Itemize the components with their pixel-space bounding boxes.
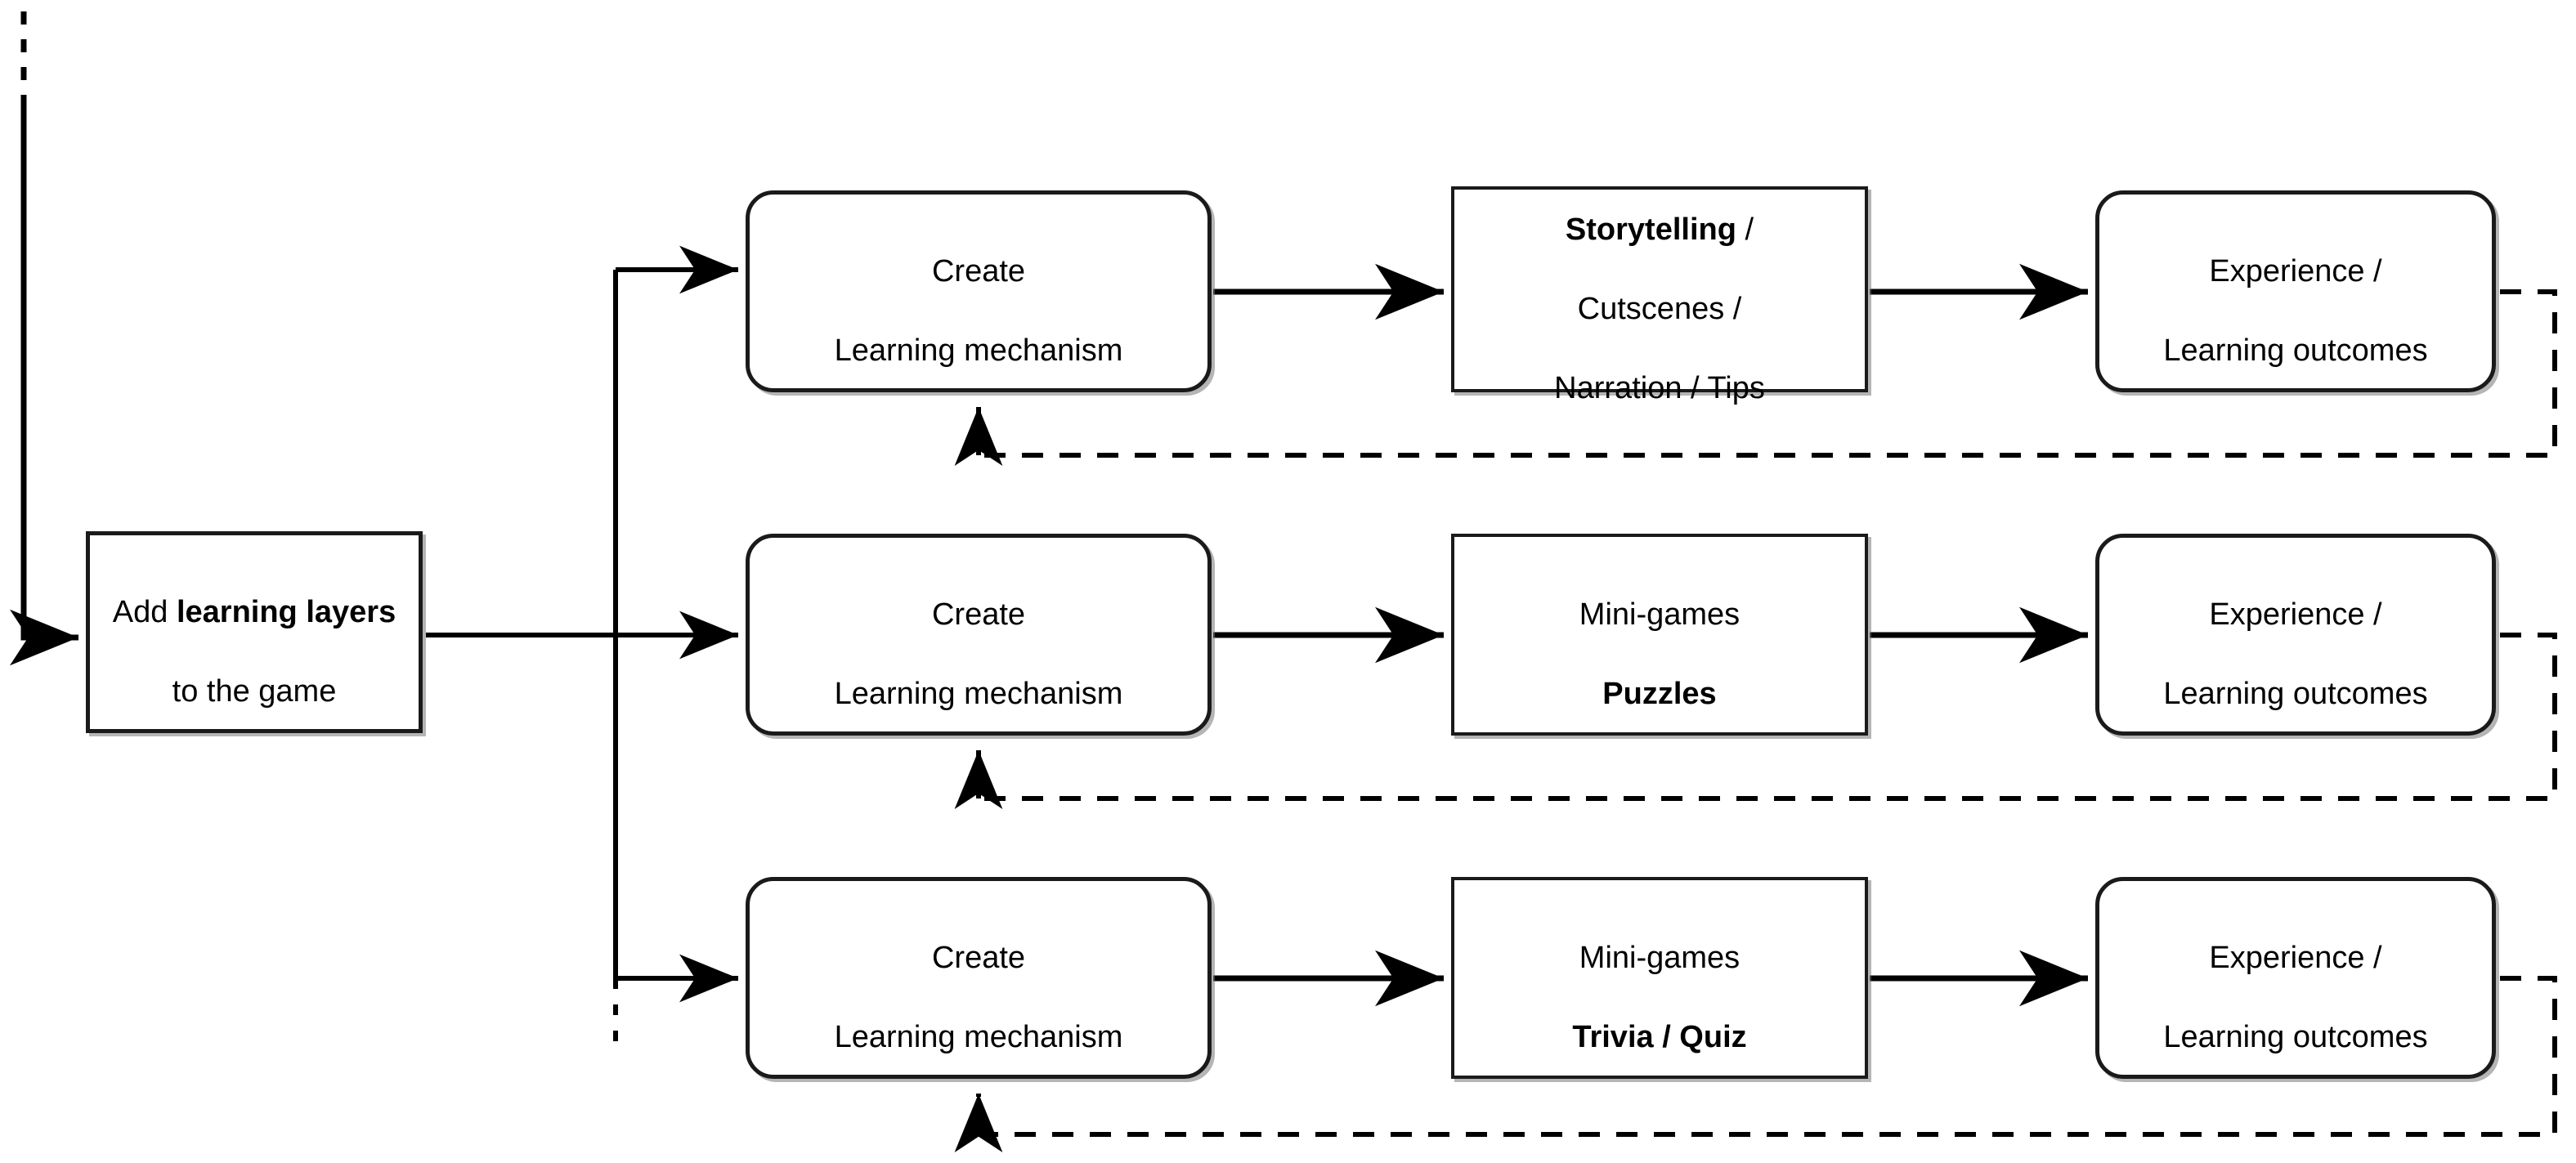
start-line2: to the game [172,674,337,709]
content1-line1-bold: Storytelling [1565,212,1736,247]
node-mini-games-puzzles-label: Mini-games Puzzles [1566,555,1753,714]
outcome2-line1: Experience / [2209,597,2382,632]
node-experience-learning-outcomes-1[interactable]: Experience / Learning outcomes [2095,190,2496,392]
mech3-line2: Learning mechanism [834,1020,1123,1055]
node-mini-games-trivia-quiz-label: Mini-games Trivia / Quiz [1559,898,1759,1058]
node-create-learning-mechanism-2[interactable]: Create Learning mechanism [746,534,1212,736]
outcome1-line2: Learning outcomes [2163,333,2428,369]
edge-start-to-branch-trunk [426,270,618,1049]
node-create-learning-mechanism-3[interactable]: Create Learning mechanism [746,877,1212,1079]
outcome3-line2: Learning outcomes [2163,1020,2428,1055]
content1-line3: Narration / Tips [1554,371,1765,406]
content3-line1: Mini-games [1579,940,1740,975]
node-create-learning-mechanism-1[interactable]: Create Learning mechanism [746,190,1212,392]
node-add-learning-layers[interactable]: Add learning layers to the game [86,531,423,733]
node-experience-learning-outcomes-1-label: Experience / Learning outcomes [2150,212,2440,371]
edge-feedback-outcome-2-to-mechanism-2 [954,633,2557,809]
node-create-learning-mechanism-2-label: Create Learning mechanism [822,555,1136,714]
start-line1-prefix: Add [112,594,177,629]
outcome1-line1: Experience / [2209,253,2382,289]
content1-line1-suffix: / [1736,212,1754,247]
node-experience-learning-outcomes-3[interactable]: Experience / Learning outcomes [2095,877,2496,1079]
node-create-learning-mechanism-3-label: Create Learning mechanism [822,898,1136,1058]
node-create-learning-mechanism-1-label: Create Learning mechanism [822,212,1136,371]
edge-feedback-outcome-1-to-mechanism-1 [954,289,2557,466]
mech2-line2: Learning mechanism [834,677,1123,712]
node-mini-games-puzzles[interactable]: Mini-games Puzzles [1451,534,1868,736]
mech2-line1: Create [931,597,1026,632]
edge-entry-into-start [10,11,78,666]
node-storytelling-cutscenes-narration-tips[interactable]: Storytelling / Cutscenes / Narration / T… [1451,186,1868,405]
node-experience-learning-outcomes-2-label: Experience / Learning outcomes [2150,555,2440,714]
mech3-line1: Create [931,940,1026,975]
content3-line2-bold: Trivia / Quiz [1572,1020,1747,1055]
outcome3-line1: Experience / [2209,940,2382,975]
node-mini-games-trivia-quiz[interactable]: Mini-games Trivia / Quiz [1451,877,1868,1079]
outcome2-line2: Learning outcomes [2163,677,2428,712]
start-line1-bold: learning layers [176,594,396,629]
mech1-line1: Create [931,253,1026,289]
mech1-line2: Learning mechanism [834,333,1123,369]
node-storytelling-label: Storytelling / Cutscenes / Narration / T… [1541,170,1778,409]
content2-line2-bold: Puzzles [1602,677,1717,712]
node-experience-learning-outcomes-2[interactable]: Experience / Learning outcomes [2095,534,2496,736]
edge-feedback-outcome-3-to-mechanism-3 [954,976,2557,1152]
node-experience-learning-outcomes-3-label: Experience / Learning outcomes [2150,898,2440,1058]
content1-line2: Cutscenes / [1577,292,1742,326]
node-add-learning-layers-label: Add learning layers to the game [100,552,409,712]
content2-line1: Mini-games [1579,597,1740,632]
